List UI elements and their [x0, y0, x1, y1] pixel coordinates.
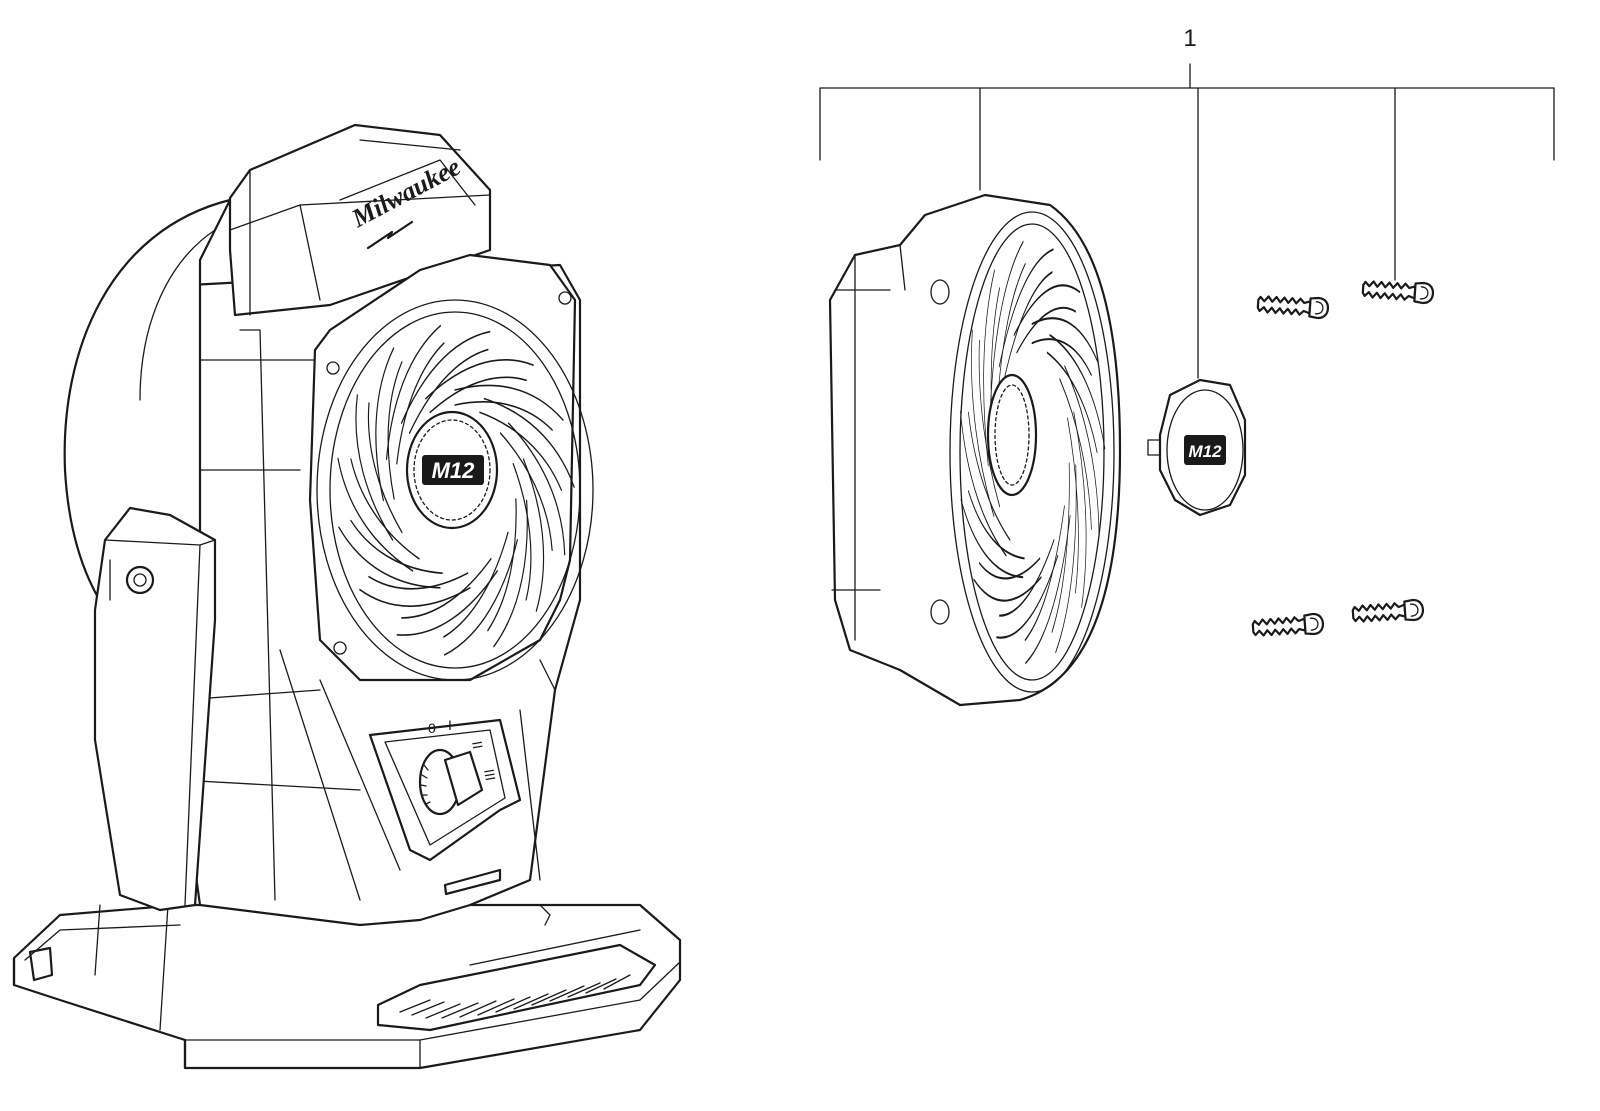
switch-position-med: II	[469, 740, 486, 750]
switch-position-off: 0	[428, 720, 436, 736]
screw	[1256, 292, 1330, 320]
screw	[1251, 612, 1325, 640]
switch-panel: 0 I II III	[368, 717, 522, 896]
switch-position-high: III	[481, 768, 499, 782]
switch-position-low: I	[448, 717, 452, 733]
callout-bracket: 1	[819, 25, 1555, 379]
cap-m12-badge-text: M12	[1188, 442, 1222, 461]
fan-base	[12, 903, 682, 1070]
fan-assembly: Milwaukee	[12, 123, 682, 1070]
screw	[1361, 277, 1435, 305]
callout-number: 1	[1183, 25, 1196, 52]
m12-badge-text: M12	[432, 458, 476, 483]
lightning-bolt-icon	[366, 220, 414, 250]
screw	[1351, 598, 1425, 626]
base-vent-slots	[399, 929, 641, 1019]
pivot-knob	[125, 565, 155, 595]
hub-cap-part: M12	[1147, 378, 1247, 517]
cap-m12-badge	[1184, 435, 1226, 465]
stand-arm	[93, 506, 217, 912]
hub: M12	[405, 410, 499, 530]
m12-badge	[422, 455, 484, 485]
grille-ring-part	[828, 193, 1122, 707]
